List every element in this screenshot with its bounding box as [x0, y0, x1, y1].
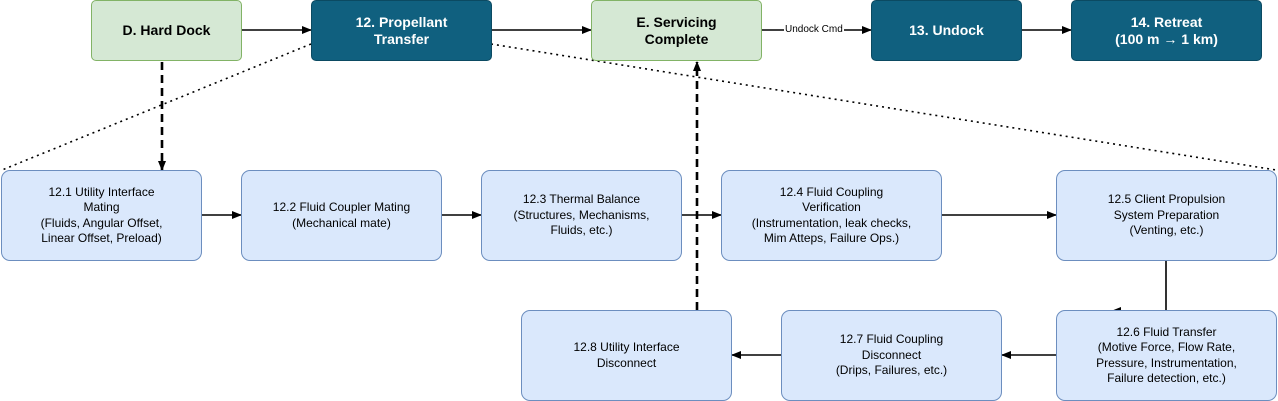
- node-retreat: 14. Retreat (100 m → 1 km): [1071, 0, 1262, 61]
- node-12-4: 12.4 Fluid Coupling Verification (Instru…: [721, 170, 942, 261]
- node-12-1: 12.1 Utility Interface Mating (Fluids, A…: [1, 170, 202, 261]
- zoom-line-left: [1, 43, 312, 171]
- node-undock: 13. Undock: [871, 0, 1022, 61]
- node-12-6: 12.6 Fluid Transfer (Motive Force, Flow …: [1056, 310, 1277, 401]
- node-12-3: 12.3 Thermal Balance (Structures, Mechan…: [481, 170, 682, 261]
- node-propellant-transfer: 12. Propellant Transfer: [311, 0, 492, 61]
- node-12-2: 12.2 Fluid Coupler Mating (Mechanical ma…: [241, 170, 442, 261]
- node-12-8: 12.8 Utility Interface Disconnect: [521, 310, 732, 401]
- node-12-5: 12.5 Client Propulsion System Preparatio…: [1056, 170, 1277, 261]
- zoom-line-right: [490, 43, 1277, 171]
- node-servicing-complete: E. Servicing Complete: [591, 0, 762, 61]
- edge-label-undock-cmd: Undock Cmd: [784, 24, 844, 36]
- node-hard-dock: D. Hard Dock: [91, 0, 242, 61]
- edge-12-5-to-12-6: [1111, 261, 1167, 315]
- node-12-7: 12.7 Fluid Coupling Disconnect (Drips, F…: [781, 310, 1002, 401]
